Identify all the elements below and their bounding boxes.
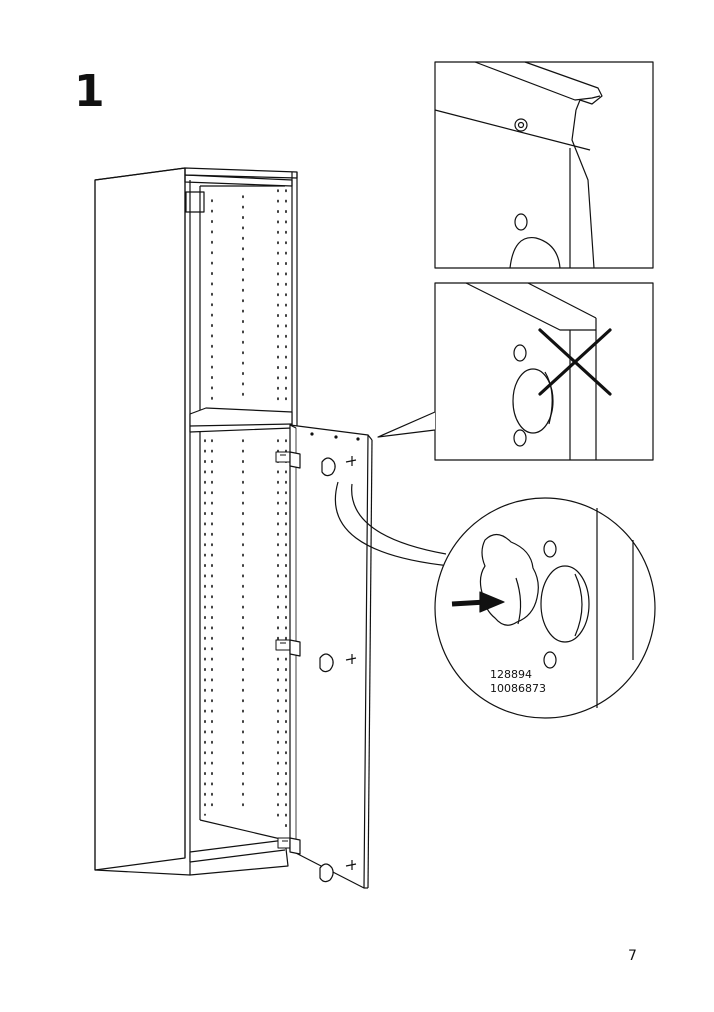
- detail-box-middle: [377, 282, 654, 461]
- cross-icon: [538, 328, 612, 396]
- page-number: 7: [628, 948, 637, 964]
- shelf-pin-holes: [204, 189, 287, 831]
- cabinet-frame: [94, 167, 298, 876]
- step-number: 1: [74, 66, 105, 117]
- detail-box-top: [434, 61, 654, 269]
- arrow-right-icon: [451, 591, 505, 613]
- part-code-2: 10086873: [490, 682, 546, 695]
- door-panel: [289, 424, 373, 889]
- part-code-1: 128894: [490, 668, 532, 681]
